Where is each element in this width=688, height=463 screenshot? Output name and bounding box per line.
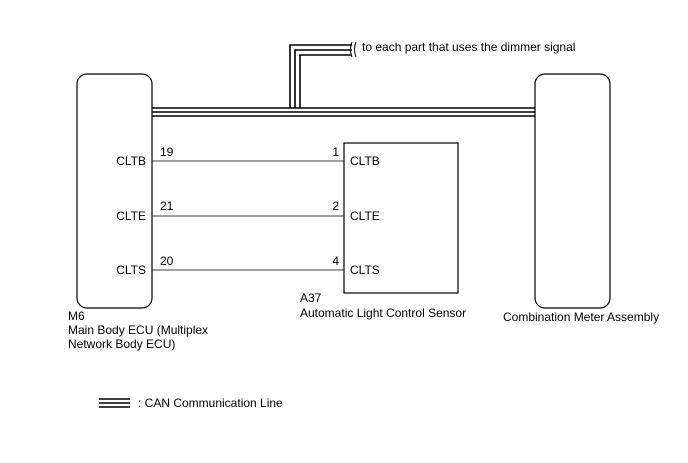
sensor-pin-label: CLTE xyxy=(350,209,380,223)
ecu-pin-number: 21 xyxy=(160,199,174,213)
can-bus-main xyxy=(152,107,535,117)
ecu-pin-label: CLTE xyxy=(116,209,146,223)
sensor-code: A37 xyxy=(300,291,322,305)
light-sensor-box xyxy=(343,142,459,294)
main-body-ecu-box xyxy=(76,73,153,309)
combination-meter-box xyxy=(534,73,611,309)
legend-can-symbol xyxy=(99,398,130,408)
sensor-pin-label: CLTS xyxy=(350,263,380,277)
ecu-pin-label: CLTB xyxy=(116,154,146,168)
ecu-pin-label: CLTS xyxy=(116,263,146,277)
signal-wires xyxy=(152,160,344,271)
ecu-pin-number: 20 xyxy=(160,254,174,268)
sensor-pin-number: 4 xyxy=(332,254,339,268)
can-bus-break-mark xyxy=(350,41,357,58)
legend-label: : CAN Communication Line xyxy=(138,396,283,410)
ecu-name-line2: Network Body ECU) xyxy=(68,337,175,351)
sensor-pin-number: 2 xyxy=(332,199,339,213)
sensor-pin-label: CLTB xyxy=(350,154,380,168)
can-bus-branch xyxy=(289,44,352,108)
ecu-code: M6 xyxy=(68,309,85,323)
meter-name: Combination Meter Assembly xyxy=(503,310,659,324)
ecu-pin-number: 19 xyxy=(160,145,174,159)
sensor-name: Automatic Light Control Sensor xyxy=(300,306,466,320)
sensor-pin-number: 1 xyxy=(332,145,339,159)
branch-note: to each part that uses the dimmer signal xyxy=(362,40,575,54)
ecu-name-line1: Main Body ECU (Multiplex xyxy=(68,323,208,337)
